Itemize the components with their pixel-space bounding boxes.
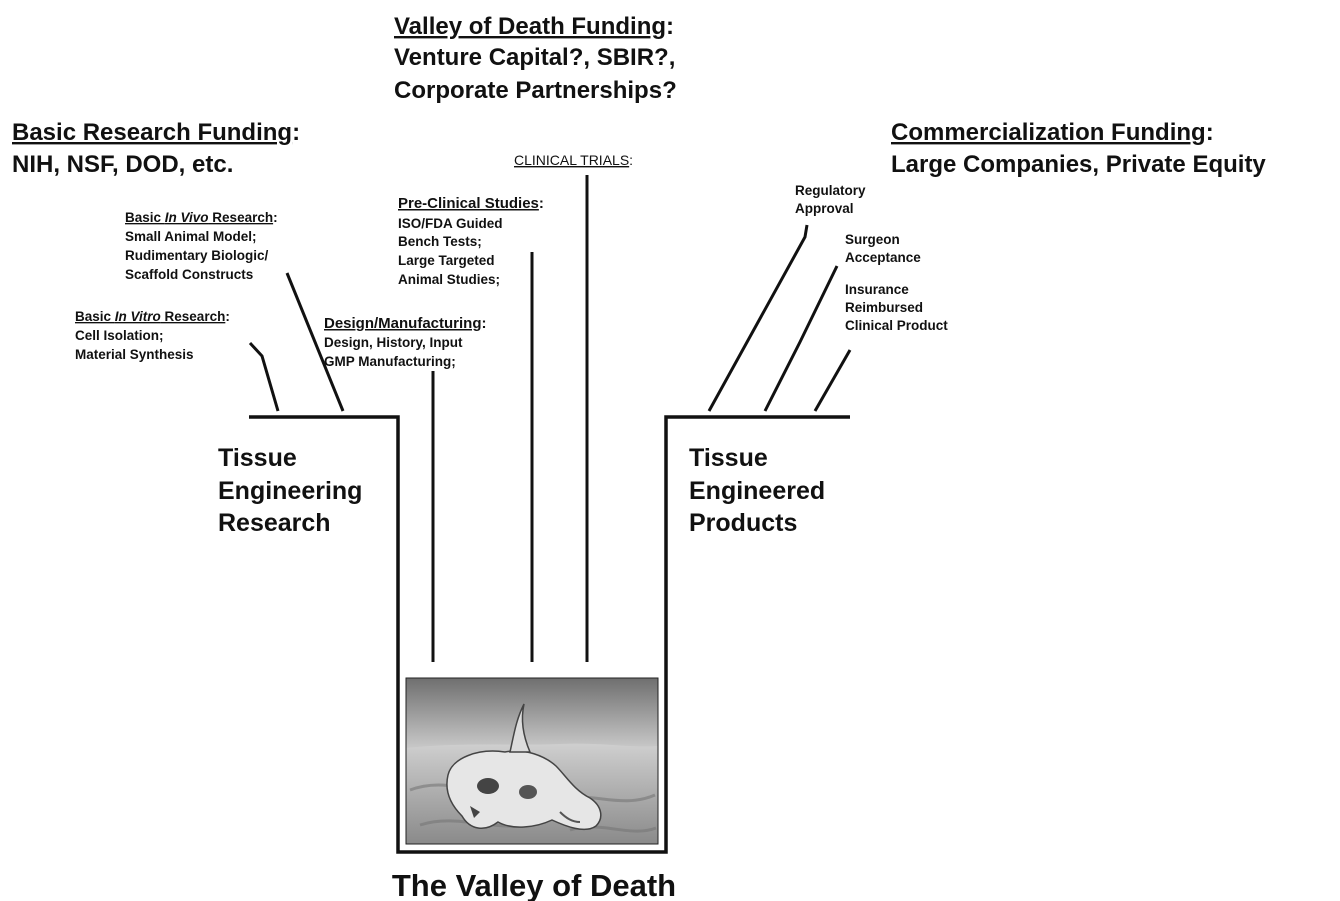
design-mfg-item: Design, History, Input xyxy=(324,335,463,350)
svg-text:Approval: Approval xyxy=(795,201,854,216)
connector-line xyxy=(763,265,839,412)
preclinical-item: ISO/FDA Guided xyxy=(398,216,503,231)
preclinical-item: Animal Studies; xyxy=(398,272,500,287)
design-mfg-heading: Design/Manufacturing xyxy=(324,315,482,332)
preclinical-item: Bench Tests; xyxy=(398,234,482,249)
svg-text:Valley of Death Funding:: Valley of Death Funding: xyxy=(394,13,674,40)
svg-text:Insurance: Insurance xyxy=(845,282,909,297)
commercial-funding-heading: Commercialization Funding xyxy=(891,119,1206,146)
commercial-funding-block: Commercialization Funding: Large Compani… xyxy=(891,119,1266,178)
connector-line xyxy=(813,349,852,412)
svg-text:Reimbursed: Reimbursed xyxy=(845,300,923,315)
design-mfg-item: GMP Manufacturing; xyxy=(324,354,456,369)
basic-funding-heading: Basic Research Funding xyxy=(12,119,292,146)
valley-outline xyxy=(249,415,850,854)
svg-text:Basic In Vivo Research:: Basic In Vivo Research: xyxy=(125,210,278,225)
desert-skull-photo-icon xyxy=(405,677,659,845)
valley-funding-heading: Valley of Death Funding xyxy=(394,13,666,40)
valley-funding-block: Valley of Death Funding: Venture Capital… xyxy=(394,13,677,104)
in-vivo-block: Basic In Vivo Research: Small Animal Mod… xyxy=(125,210,278,282)
svg-text:Products: Products xyxy=(689,509,797,537)
regulatory-block: Regulatory Approval xyxy=(795,183,866,216)
connector-lines xyxy=(248,175,852,662)
left-block-label: Tissue Engineering Research xyxy=(218,444,362,537)
svg-text:Acceptance: Acceptance xyxy=(845,250,921,265)
connector-line xyxy=(248,341,280,412)
commercial-funding-line2: Large Companies, Private Equity xyxy=(891,151,1266,178)
valley-title: The Valley of Death xyxy=(392,868,676,901)
svg-text:Pre-Clinical Studies:: Pre-Clinical Studies: xyxy=(398,195,544,212)
svg-text:Research: Research xyxy=(218,509,331,537)
in-vitro-block: Basic In Vitro Research: Cell Isolation;… xyxy=(75,309,230,362)
svg-text:Design/Manufacturing:: Design/Manufacturing: xyxy=(324,315,487,332)
in-vivo-item: Scaffold Constructs xyxy=(125,267,253,282)
svg-text:Basic Research Funding:: Basic Research Funding: xyxy=(12,119,300,146)
right-block-label: Tissue Engineered Products xyxy=(689,444,825,537)
svg-text:Commercialization Funding:: Commercialization Funding: xyxy=(891,119,1214,146)
valley-funding-line3: Corporate Partnerships? xyxy=(394,77,677,104)
in-vitro-item: Cell Isolation; xyxy=(75,328,164,343)
valley-funding-line2: Venture Capital?, SBIR?, xyxy=(394,44,675,71)
in-vivo-item: Small Animal Model; xyxy=(125,229,257,244)
design-mfg-block: Design/Manufacturing: Design, History, I… xyxy=(324,315,487,369)
insurance-block: Insurance Reimbursed Clinical Product xyxy=(845,282,948,333)
svg-text:Tissue: Tissue xyxy=(689,444,768,472)
in-vivo-item: Rudimentary Biologic/ xyxy=(125,248,269,263)
surgeon-block: Surgeon Acceptance xyxy=(845,232,921,265)
svg-text:Basic In Vitro Research:: Basic In Vitro Research: xyxy=(75,309,230,324)
preclinical-block: Pre-Clinical Studies: ISO/FDA Guided Ben… xyxy=(398,195,544,287)
svg-text:Surgeon: Surgeon xyxy=(845,232,900,247)
connector-line xyxy=(707,224,809,412)
svg-text:Engineered: Engineered xyxy=(689,477,825,505)
preclinical-heading: Pre-Clinical Studies xyxy=(398,195,539,212)
clinical-trials-heading: CLINICAL TRIALS xyxy=(514,152,629,168)
svg-text:Clinical Product: Clinical Product xyxy=(845,318,948,333)
basic-funding-line2: NIH, NSF, DOD, etc. xyxy=(12,151,233,178)
svg-text:Engineering: Engineering xyxy=(218,477,362,505)
connector-line xyxy=(285,272,345,412)
svg-text:CLINICAL TRIALS:: CLINICAL TRIALS: xyxy=(514,152,633,168)
preclinical-item: Large Targeted xyxy=(398,253,495,268)
svg-text:Regulatory: Regulatory xyxy=(795,183,866,198)
in-vitro-item: Material Synthesis xyxy=(75,347,194,362)
svg-text:Tissue: Tissue xyxy=(218,444,297,472)
basic-funding-block: Basic Research Funding: NIH, NSF, DOD, e… xyxy=(12,119,300,178)
